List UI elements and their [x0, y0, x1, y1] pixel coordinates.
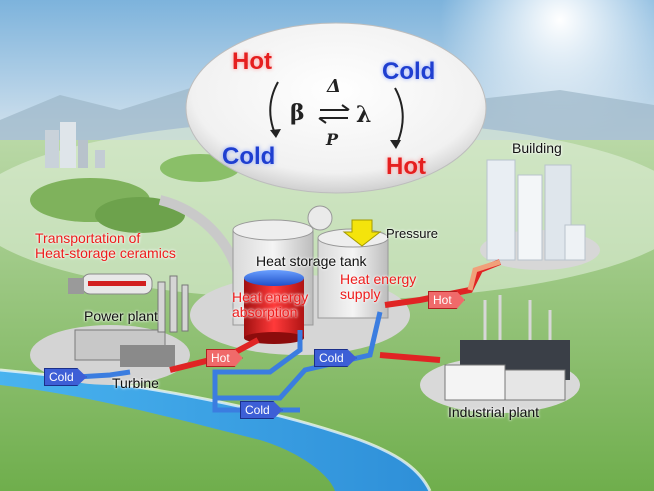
- pressure-label: Pressure: [386, 226, 439, 241]
- heat-storage-tank-label: Heat storage tank: [256, 253, 367, 269]
- river: [0, 370, 430, 491]
- cold-flow-tag-center: Cold: [314, 349, 357, 367]
- transportation-label-line2: Heat-storage ceramics: [35, 245, 176, 261]
- building-tower: [564, 224, 586, 261]
- heat-supply-line1: Heat energy: [340, 271, 417, 287]
- distant-tower: [78, 140, 88, 168]
- turbine-label: Turbine: [112, 375, 159, 391]
- storage-sphere: [307, 205, 333, 231]
- equilibrium-hot-left: Hot: [232, 48, 272, 75]
- heat-supply-label: Heat energy supply: [340, 272, 416, 302]
- hot-inner-tank: [244, 278, 304, 338]
- cold-flow-tag-turbine: Cold: [44, 368, 87, 386]
- hot-inner-tank-base: [244, 332, 304, 344]
- distant-tower: [45, 130, 59, 168]
- building-tower: [517, 174, 543, 261]
- equilibrium-bubble: [185, 22, 487, 194]
- equilibrium-hot-right: Hot: [386, 153, 426, 180]
- pipe-hot-industrial: [379, 352, 441, 363]
- tanker-truck-stripe: [88, 281, 146, 286]
- hot-inner-tank-top: [244, 270, 304, 286]
- curve-arrow-right-head: [390, 140, 401, 149]
- chimney: [181, 284, 189, 332]
- equilibrium-cold-right: Cold: [382, 58, 436, 85]
- lambda-symbol: λ: [356, 102, 372, 128]
- heat-supply-line2: supply: [340, 286, 381, 302]
- curve-arrow-left-head: [270, 129, 281, 138]
- pressure-arrow: [342, 219, 382, 247]
- pipe-warm-building: [467, 259, 501, 291]
- building-label: Building: [512, 140, 562, 156]
- building-tower: [544, 164, 572, 261]
- equilibrium-arrows: [318, 104, 350, 124]
- industrial-stacks: [483, 295, 552, 340]
- equilibrium-cold-left: Cold: [222, 143, 276, 170]
- heat-absorption-line2: absorption: [232, 304, 298, 320]
- industrial-plant-label: Industrial plant: [448, 404, 540, 420]
- delta-symbol: Δ: [327, 76, 341, 97]
- pressure-symbol: P: [326, 130, 339, 149]
- building-tower: [486, 159, 516, 261]
- industrial-building: [504, 369, 566, 401]
- hot-flow-tag-supply: Hot: [428, 291, 465, 309]
- storage-tank-left-top: [232, 219, 314, 241]
- tanker-truck-cab: [68, 278, 84, 294]
- chimney: [157, 281, 166, 333]
- transportation-label: Transportation of Heat-storage ceramics: [35, 231, 176, 261]
- distant-tower: [95, 150, 105, 168]
- cold-flow-tag-river: Cold: [240, 401, 283, 419]
- transportation-label-line1: Transportation of: [35, 230, 141, 246]
- distant-tower: [60, 122, 76, 168]
- hot-flow-tag-turbine: Hot: [206, 349, 243, 367]
- hill: [95, 197, 185, 233]
- storage-tank-right: [317, 237, 389, 319]
- heat-absorption-label: Heat energy absorption: [232, 290, 308, 320]
- power-plant-label: Power plant: [84, 308, 158, 324]
- power-plant-building: [120, 345, 175, 367]
- heat-absorption-line1: Heat energy: [232, 289, 309, 305]
- industrial-building: [444, 364, 506, 401]
- chimney: [169, 275, 178, 333]
- beta-symbol: β: [290, 100, 305, 126]
